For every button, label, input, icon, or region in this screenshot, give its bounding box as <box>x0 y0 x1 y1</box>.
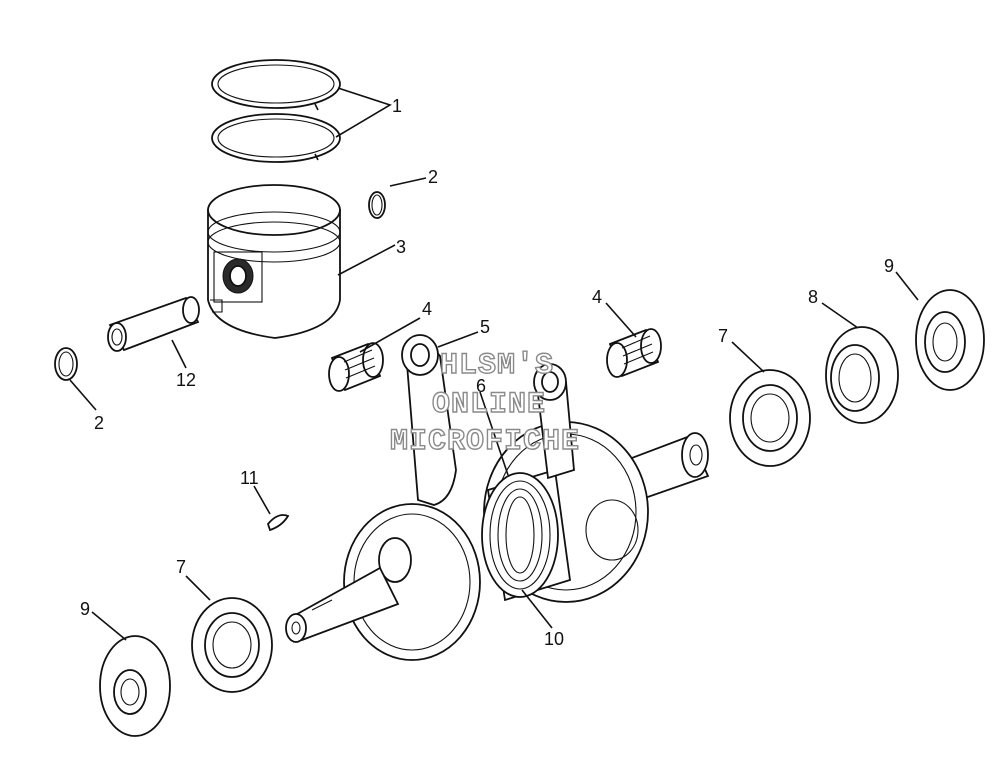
ball-bearing-left <box>191 597 273 693</box>
circlip-upper <box>368 191 386 219</box>
callout-11: 11 <box>240 468 259 488</box>
watermark-line-3: MICROFICHE <box>390 425 580 459</box>
callout-7-left: 7 <box>176 557 186 577</box>
needle-bearing-left <box>328 342 384 392</box>
callout-4-right: 4 <box>592 287 602 307</box>
circlip-lower <box>54 347 78 381</box>
callout-8: 8 <box>808 287 818 307</box>
callout-12: 12 <box>176 370 196 390</box>
bearing-8 <box>825 326 899 424</box>
callout-3: 3 <box>396 237 406 257</box>
leader-lines <box>69 87 919 641</box>
piston <box>207 184 341 339</box>
callout-labels: 1 2 2 3 4 4 5 6 7 7 8 9 9 10 11 12 <box>80 96 894 649</box>
callout-9-left: 9 <box>80 599 90 619</box>
watermark-line-2: ONLINE <box>432 388 546 422</box>
callout-10: 10 <box>544 629 564 649</box>
piston-rings <box>211 59 341 163</box>
piston-pin <box>107 296 200 352</box>
watermark-line-1: HLSM'S <box>440 349 554 383</box>
callout-5: 5 <box>480 317 490 337</box>
oil-seal-right <box>915 289 985 391</box>
callout-2-upper: 2 <box>428 167 438 187</box>
crankshaft-assembly <box>285 334 710 661</box>
ball-bearing-right <box>729 369 811 467</box>
callout-1: 1 <box>392 96 402 116</box>
watermark: HLSM'S ONLINE MICROFICHE <box>389 348 580 459</box>
callout-2-lower: 2 <box>94 413 104 433</box>
woodruff-key <box>266 514 290 532</box>
callout-6: 6 <box>476 376 486 396</box>
needle-bearing-right <box>606 328 662 378</box>
oil-seal-left <box>99 635 171 737</box>
callout-7-right: 7 <box>718 326 728 346</box>
callout-9-right: 9 <box>884 256 894 276</box>
callout-4-left: 4 <box>422 299 432 319</box>
